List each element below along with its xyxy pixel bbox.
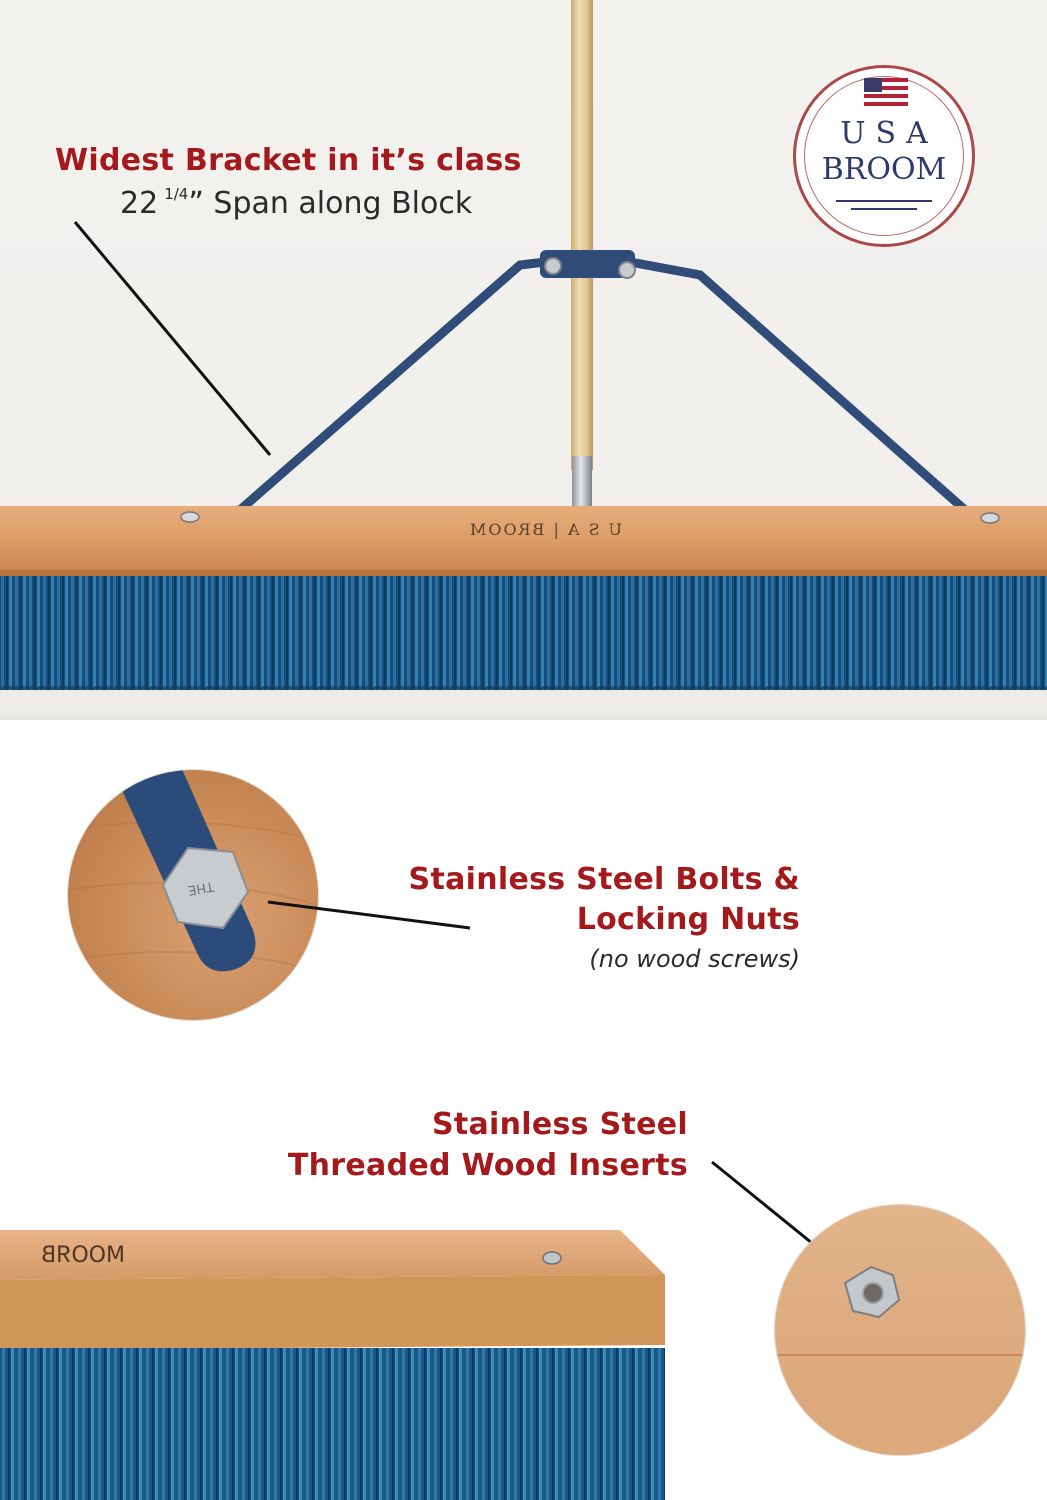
broom-overview-panel: U S A | BROOM Widest Bracket in it’s cla… (0, 0, 1047, 715)
broom-block (0, 506, 1047, 576)
inserts-callout-line1: Stainless Steel (431, 1107, 688, 1142)
us-flag-icon (864, 78, 908, 106)
logo-text-usa: USA (840, 116, 938, 151)
block-stamp-text: U S A | BROOM (468, 520, 623, 539)
bolt-closeup-drawing: THE (68, 770, 318, 972)
bracket-callout-span: 22 1/4” Span along Block (120, 185, 472, 221)
inserts-callout-line2: Threaded Wood Inserts (287, 1148, 688, 1183)
panel-divider (0, 715, 1047, 720)
logo-underline-2 (851, 208, 917, 210)
block-closeup-bristles (0, 1348, 665, 1500)
logo-underline (836, 200, 932, 202)
bolts-callout-line1: Stainless Steel Bolts & (408, 862, 800, 897)
insert-thread-hole (862, 1282, 884, 1304)
insert-closeup-image (775, 1205, 1025, 1455)
handle-ferrule (572, 456, 592, 516)
block-top-face (0, 1230, 665, 1280)
block-bolt-right (980, 512, 1000, 524)
bolt-closeup-image: THE (68, 770, 318, 1020)
block-closeup-stamp: MOOЯB (41, 1243, 125, 1268)
broom-handle (571, 0, 593, 470)
span-whole: 22 (120, 186, 159, 221)
hex-bolt-head (161, 846, 250, 930)
bolts-callout-line2: Locking Nuts (576, 902, 800, 937)
usa-broom-logo: USA BROOM (793, 65, 975, 247)
bracket-callout-title: Widest Bracket in it’s class (55, 143, 522, 178)
span-rest: ” Span along Block (188, 186, 473, 221)
broom-illustration (0, 0, 1047, 690)
block-bolt-left (180, 511, 200, 523)
insert-closeup-drawing (775, 1265, 1025, 1455)
span-fraction: 1/4 (164, 185, 189, 203)
bolts-callout-note: (no wood screws) (589, 945, 800, 973)
block-front-face (0, 1275, 665, 1350)
insert-on-block (542, 1251, 562, 1265)
bracket-bolt-left (544, 257, 562, 275)
logo-text-broom: BROOM (821, 152, 947, 187)
block-closeup-drawing: MOOЯB (0, 1230, 665, 1500)
bracket-bolt-right (618, 261, 636, 279)
logo-inner-ring (804, 76, 964, 236)
broom-bristles (0, 576, 1047, 690)
bolt-marking: THE (187, 878, 216, 897)
bracket-callout-line (73, 221, 272, 456)
